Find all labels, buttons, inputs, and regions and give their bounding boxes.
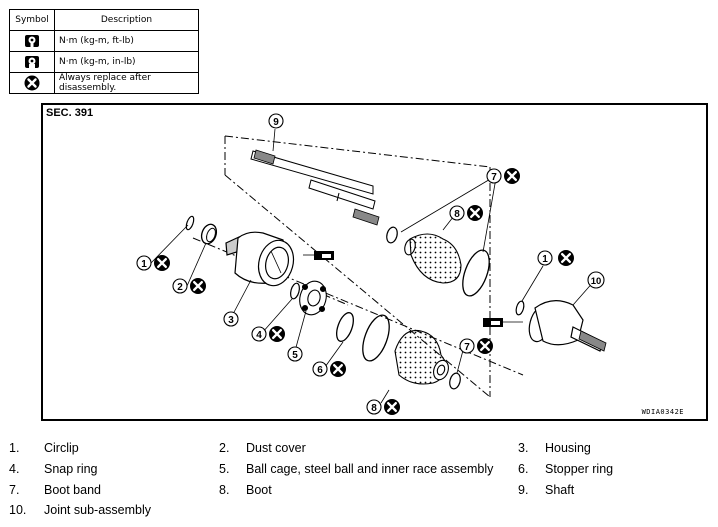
callout-7-lower: 7 [459, 336, 495, 356]
part-number: 2. [219, 441, 230, 455]
callout-2: 2 [172, 276, 208, 296]
legend-header-description: Description [54, 9, 199, 31]
boot-lower-part [394, 329, 449, 385]
legend-description-cell: N·m (kg-m, in-lb) [54, 51, 199, 73]
callout-label: 1 [141, 259, 147, 270]
part-number: 3. [518, 441, 529, 455]
callout-5: 5 [287, 346, 303, 362]
callout-label: 1 [542, 254, 548, 265]
callout-label: 2 [177, 282, 183, 293]
part-label: Stopper ring [545, 462, 614, 476]
callout-label: 8 [454, 209, 460, 220]
boot-band-small-upper [386, 226, 398, 244]
stopper-ring-part [336, 312, 354, 342]
legend-row: N·m (kg-m, ft-lb) [9, 30, 199, 52]
joint-sub-assembly-part [528, 300, 607, 352]
callout-1-left: 1 [136, 253, 172, 273]
callout-4: 4 [251, 324, 287, 344]
exploded-diagram: SEC. 391 WDIA0342E [41, 103, 708, 421]
legend-symbol-cell [9, 72, 55, 94]
symbol-legend-table: Symbol Description N·m (kg-m, ft-lb) N·m… [9, 9, 199, 94]
part-label: Boot [246, 483, 272, 497]
section-label: SEC. 391 [46, 107, 94, 119]
part-label: Shaft [545, 483, 575, 497]
callout-1-right: 1 [537, 248, 576, 268]
part-label: Housing [545, 441, 591, 455]
boot-upper-part [404, 233, 462, 284]
callout-label: 9 [273, 117, 279, 128]
parts-list: 1. Circlip 2. Dust cover 3. Housing 4. S… [0, 438, 718, 522]
leader-lines [150, 128, 596, 404]
legend-description-cell: N·m (kg-m, ft-lb) [54, 30, 199, 52]
torque-wrench-icon [25, 35, 39, 47]
boot-band-upper [462, 249, 490, 297]
part-label: Circlip [44, 441, 79, 455]
torque-spec-marker [483, 318, 503, 327]
part-number: 1. [9, 441, 20, 455]
legend-description-cell: Always replace after disassembly. [54, 72, 199, 94]
part-number: 4. [9, 462, 20, 476]
part-label: Joint sub-assembly [44, 503, 151, 517]
boot-band-small-lower [449, 372, 461, 390]
callout-label: 4 [256, 330, 262, 341]
callout-label: 7 [491, 172, 497, 183]
legend-row: N·m (kg-m, in-lb) [9, 51, 199, 73]
part-label: Boot band [44, 483, 101, 497]
part-label: Ball cage, steel ball and inner race ass… [246, 462, 494, 476]
callout-label: 7 [464, 342, 470, 353]
part-label: Dust cover [246, 441, 306, 455]
dust-cover-part [200, 223, 218, 245]
part-number: 9. [518, 483, 529, 497]
callout-7-upper: 7 [486, 166, 522, 186]
part-number: 10. [9, 503, 27, 517]
part-number: 5. [219, 462, 230, 476]
ball-cage-part [299, 280, 327, 316]
part-number: 6. [518, 462, 529, 476]
torque-spec-marker [314, 251, 334, 260]
callout-label: 10 [591, 276, 602, 287]
callout-label: 5 [292, 350, 298, 361]
snap-ring-part [290, 282, 300, 300]
legend-header-row: Symbol Description [9, 9, 199, 31]
legend-header-symbol: Symbol [9, 9, 55, 31]
callout-label: 6 [317, 365, 323, 376]
part-number: 8. [219, 483, 230, 497]
legend-row: Always replace after disassembly. [9, 72, 199, 94]
circlip-left [185, 215, 195, 231]
callout-8-lower: 8 [366, 397, 402, 417]
callout-6: 6 [312, 359, 348, 379]
shaft-part [250, 149, 380, 226]
part-number: 7. [9, 483, 20, 497]
boot-band-lower [362, 314, 390, 362]
torque-wrench-small-icon [25, 56, 39, 68]
legend-symbol-cell [9, 30, 55, 52]
callout-3: 3 [223, 311, 239, 327]
replace-x-icon [24, 75, 40, 91]
callout-label: 3 [228, 315, 234, 326]
housing-part [225, 231, 295, 287]
circlip-right [515, 300, 525, 316]
callout-8-upper: 8 [449, 203, 485, 223]
legend-symbol-cell [9, 51, 55, 73]
callout-9: 9 [268, 113, 284, 129]
drive-shaft-illustration: 9 7 8 1 2 3 4 [136, 113, 607, 417]
figure-code: WDIA0342E [641, 408, 684, 416]
callout-label: 8 [371, 403, 377, 414]
part-label: Snap ring [44, 462, 98, 476]
callout-10: 10 [587, 271, 605, 289]
